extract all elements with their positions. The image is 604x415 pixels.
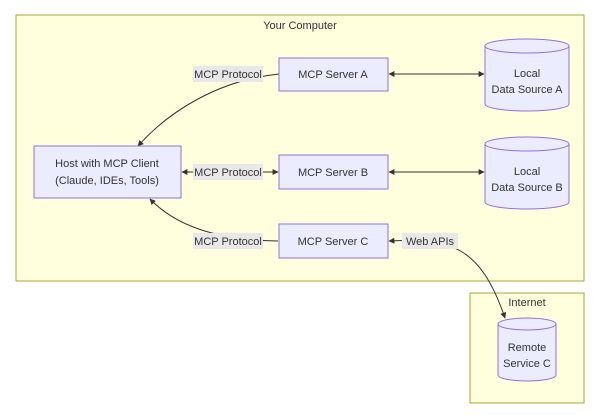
remote-line2: Service C [503,358,551,370]
source-b-line2: Data Source B [491,182,563,194]
mcp-server-b-node[interactable] [278,154,389,190]
edge-label-bg-a [193,66,263,82]
your-computer-label: Your Computer [263,20,337,32]
mcp-server-c-label: MCP Server C [298,236,369,248]
host-node-subtitle: (Claude, IDEs, Tools) [55,175,159,187]
edge-label-bg-b [193,164,263,180]
remote-service-c-node[interactable] [497,317,557,382]
source-a-line1: Local [514,68,540,80]
edge-label-protocol-a: MCP Protocol [194,69,262,81]
host-node-title: Host with MCP Client [55,158,159,170]
edge-label-protocol-c: MCP Protocol [194,236,262,248]
host-node[interactable] [33,145,182,199]
source-a-line2: Data Source A [492,84,564,96]
internet-label: Internet [508,297,545,309]
source-b-line1: Local [514,166,540,178]
edge-label-bg-c [193,233,263,249]
mcp-server-a-label: MCP Server A [298,69,368,81]
remote-line1: Remote [508,342,547,354]
local-data-source-a-node[interactable] [484,38,570,112]
mcp-server-c-node[interactable] [278,223,389,259]
edge-label-protocol-b: MCP Protocol [194,167,262,179]
mcp-server-b-label: MCP Server B [298,167,368,179]
mcp-server-a-node[interactable] [278,57,389,92]
edge-label-web-apis: Web APIs [406,236,455,248]
local-data-source-b-node[interactable] [484,136,570,210]
edge-label-bg-web [402,233,458,249]
